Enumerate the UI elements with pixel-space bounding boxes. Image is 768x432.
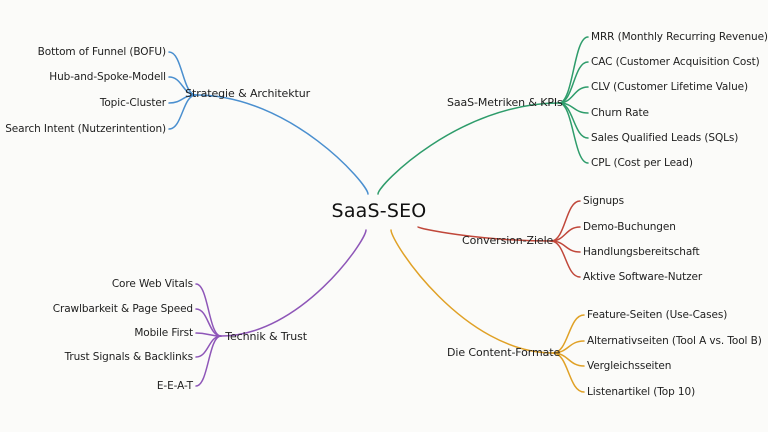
leaf-conversion-1: Demo-Buchungen (583, 221, 676, 233)
branch-label-metrics: SaaS-Metriken & KPIs (447, 96, 563, 109)
leaf-metrics-0: MRR (Monthly Recurring Revenue) (591, 31, 768, 43)
branch-label-tech: Technik & Trust (225, 330, 307, 343)
leaf-conversion-3: Aktive Software-Nutzer (583, 271, 703, 283)
leaf-metrics-4: Sales Qualified Leads (SQLs) (591, 132, 739, 144)
branch-connector-content (390, 229, 554, 354)
branch-connector-metrics (377, 102, 560, 195)
leaf-conversion-0: Signups (583, 195, 624, 207)
leaf-strategy-2: Topic-Cluster (99, 97, 166, 109)
leaf-strategy-1: Hub-and-Spoke-Modell (49, 71, 166, 83)
branch-connector-strategy (195, 94, 369, 195)
leaf-connector-conversion-0 (550, 200, 581, 242)
leaf-connector-tech-3 (195, 335, 222, 358)
leaf-content-1: Alternativseiten (Tool A vs. Tool B) (587, 335, 762, 347)
leaf-metrics-5: CPL (Cost per Lead) (591, 157, 693, 169)
leaf-connector-content-0 (552, 314, 585, 354)
leaf-connector-metrics-0 (558, 36, 589, 104)
leaf-metrics-3: Churn Rate (591, 107, 649, 119)
leaf-metrics-2: CLV (Customer Lifetime Value) (591, 81, 748, 93)
leaf-connector-metrics-5 (558, 102, 589, 164)
leaf-strategy-3: Search Intent (Nutzerintention) (5, 123, 166, 135)
leaf-connector-conversion-3 (550, 240, 581, 278)
leaf-connector-content-3 (552, 352, 585, 393)
leaf-connector-tech-0 (195, 283, 222, 337)
leaf-tech-0: Core Web Vitals (111, 278, 193, 290)
branch-label-strategy: Strategie & Architektur (185, 87, 310, 100)
leaf-connector-strategy-3 (168, 94, 197, 130)
leaf-tech-2: Mobile First (134, 327, 193, 339)
leaf-tech-1: Crawlbarkeit & Page Speed (52, 303, 193, 315)
leaf-connector-tech-4 (195, 335, 222, 387)
leaf-content-0: Feature-Seiten (Use-Cases) (587, 309, 728, 321)
leaf-tech-4: E-E-A-T (156, 380, 193, 392)
leaf-content-2: Vergleichsseiten (587, 360, 672, 372)
leaf-strategy-0: Bottom of Funnel (BOFU) (37, 46, 166, 58)
leaf-tech-3: Trust Signals & Backlinks (64, 351, 193, 363)
leaf-content-3: Listenartikel (Top 10) (587, 386, 696, 398)
leaf-conversion-2: Handlungsbereitschaft (583, 246, 700, 258)
branch-label-conversion: Conversion-Ziele (462, 234, 554, 247)
leaf-metrics-1: CAC (Customer Acquisition Cost) (591, 56, 760, 68)
branch-connector-tech (220, 229, 367, 337)
root-node: SaaS-SEO (331, 200, 427, 222)
leaf-connector-strategy-0 (168, 51, 197, 96)
branch-connector-conversion (417, 226, 552, 242)
branch-label-content: Die Content-Formate (447, 346, 561, 359)
leaf-connector-metrics-1 (558, 61, 589, 104)
